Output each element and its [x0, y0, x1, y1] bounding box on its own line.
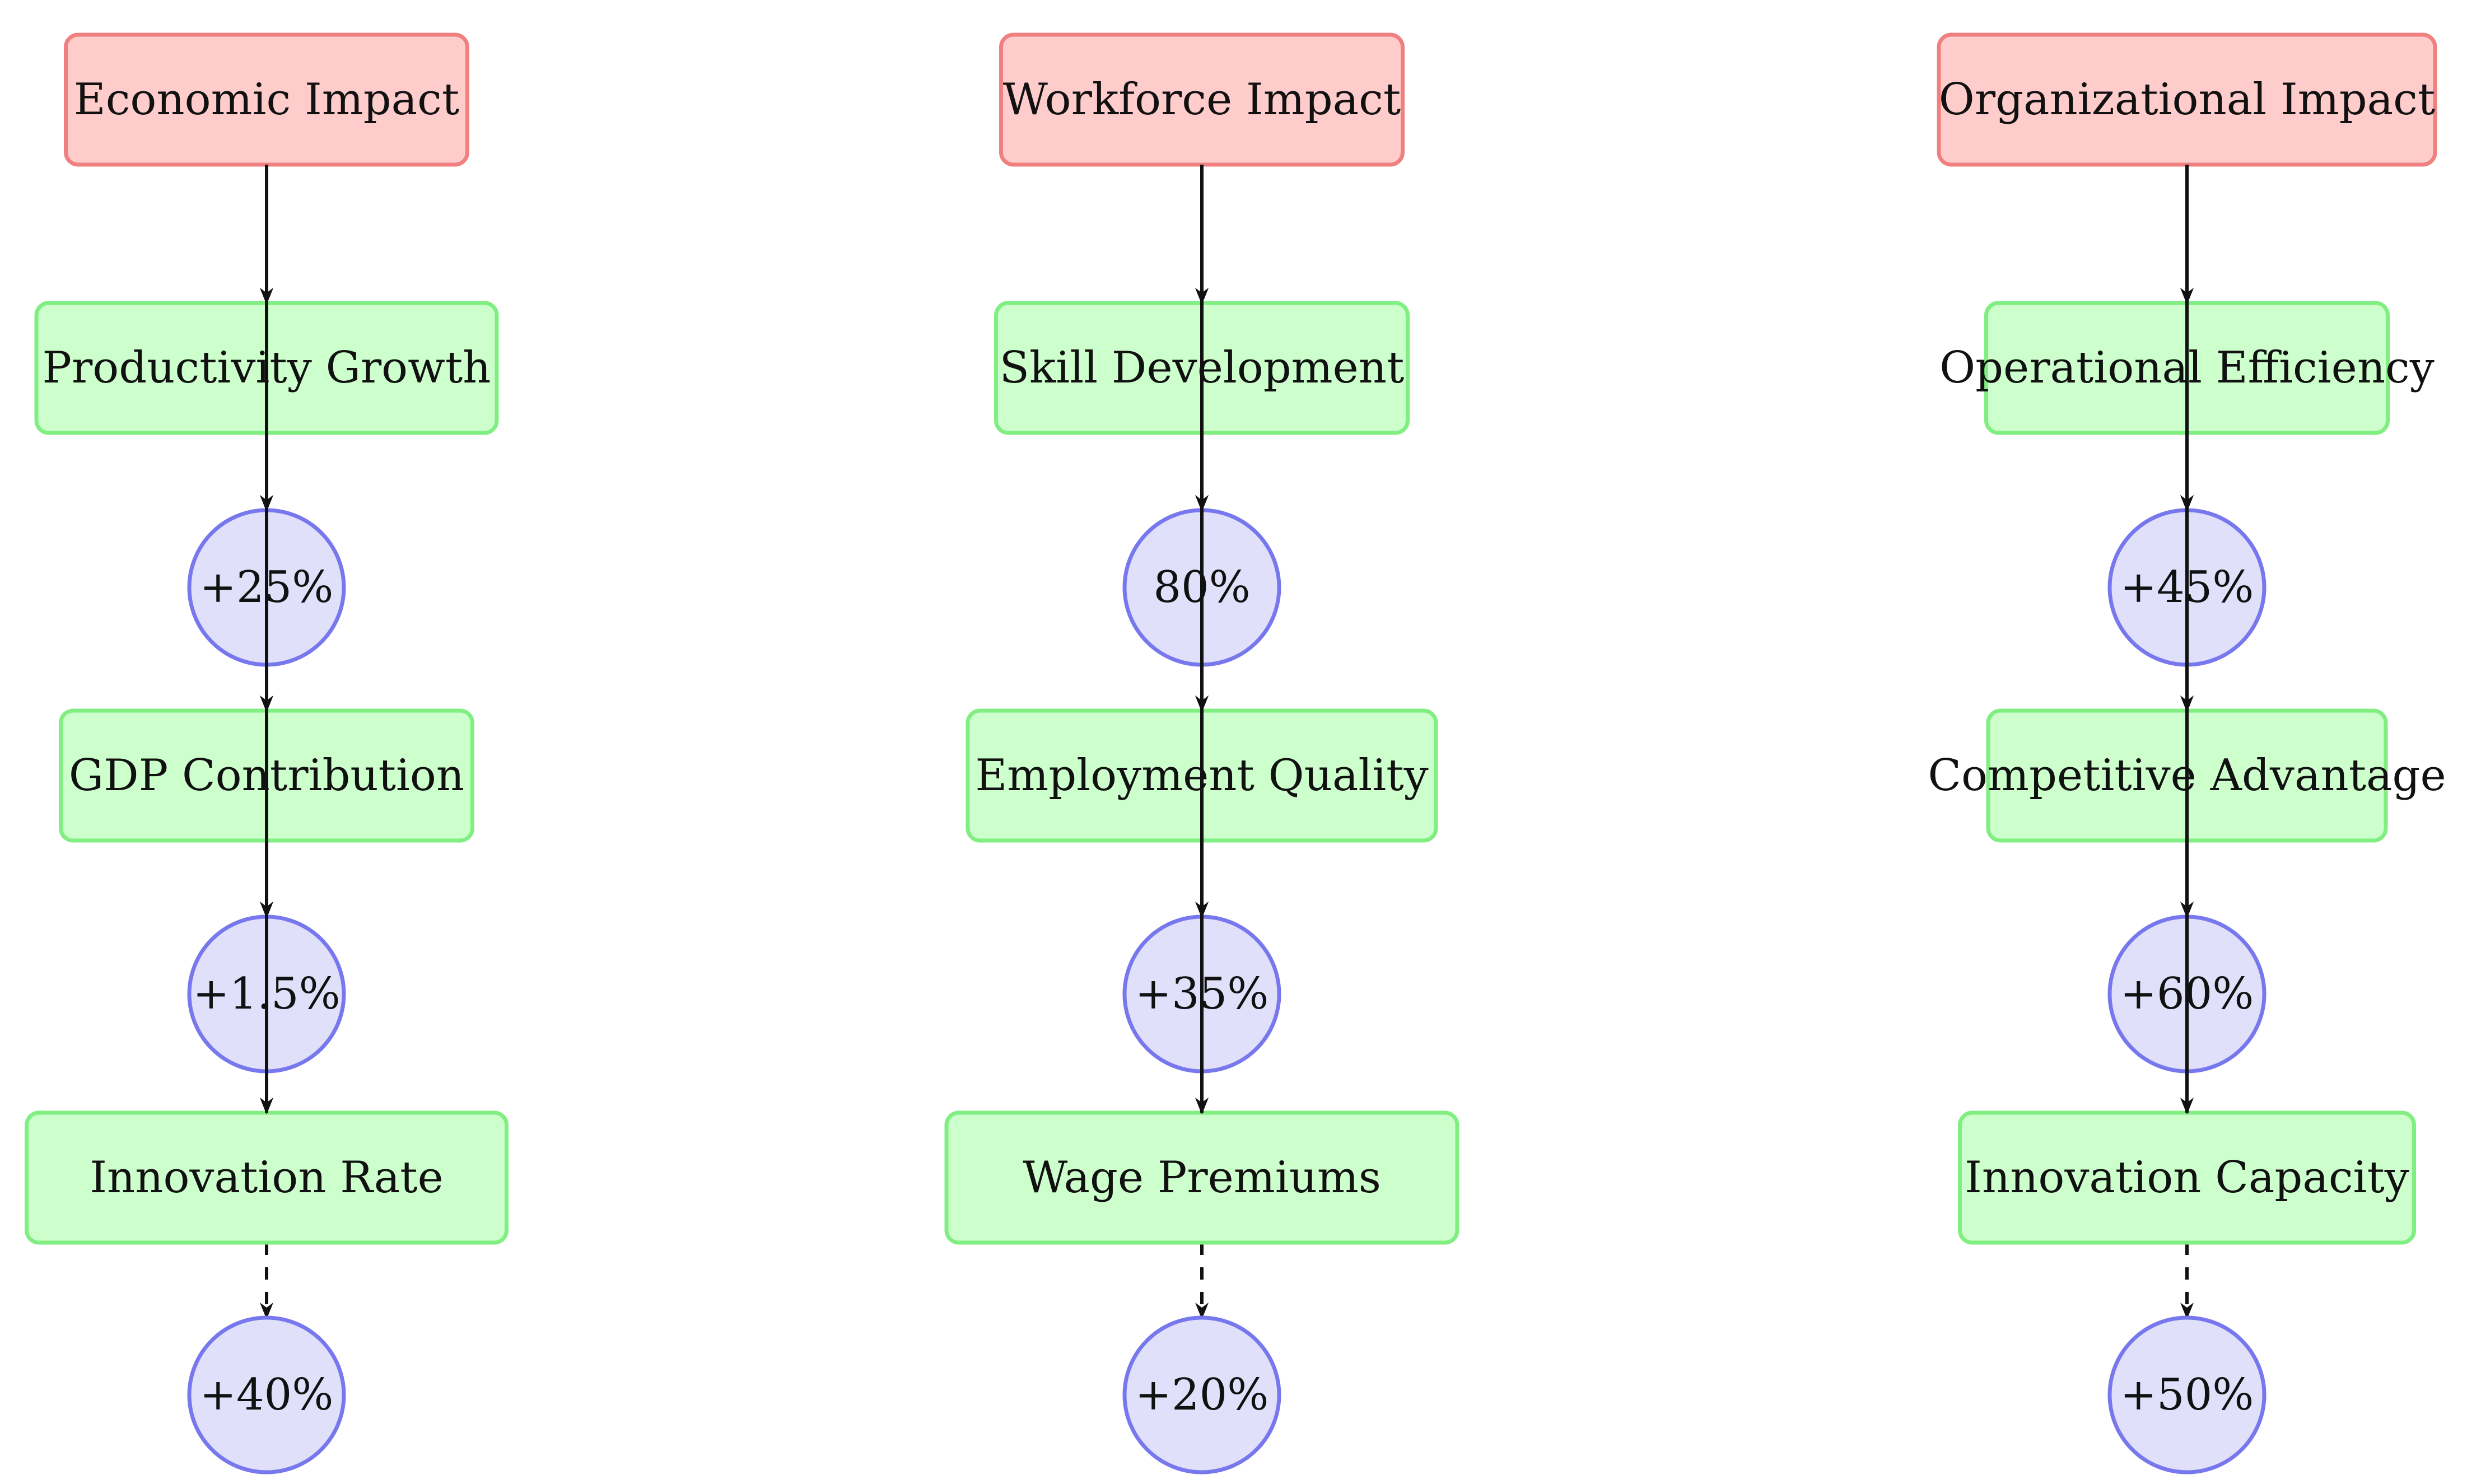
workforce-value-3-shape	[1122, 1315, 1281, 1474]
organizational-value-3-shape	[2107, 1315, 2267, 1474]
workforce-metric-3: Wage Premiums	[944, 1110, 1459, 1245]
economic-metric-3-label: Innovation Rate	[90, 1152, 444, 1203]
organizational-header-box-label: Organizational Impact	[1939, 74, 2435, 125]
organizational-header-box: Organizational Impact	[1937, 32, 2437, 167]
economic-metric-3: Innovation Rate	[25, 1110, 509, 1245]
workforce-metric-3-label: Wage Premiums	[1023, 1152, 1381, 1203]
economic-header-box: Economic Impact	[64, 32, 469, 167]
organizational-metric-3: Innovation Capacity	[1958, 1110, 2416, 1245]
organizational-metric-3-label: Innovation Capacity	[1965, 1152, 2409, 1203]
workforce-header-box: Workforce Impact	[999, 32, 1405, 167]
economic-value-3-label: +40%	[200, 1370, 334, 1420]
workforce-value-3: +20%	[1122, 1315, 1281, 1474]
economic-value-3: +40%	[187, 1315, 346, 1474]
organizational-value-3: +50%	[2107, 1315, 2267, 1474]
economic-header-box-label: Economic Impact	[74, 74, 459, 125]
economic-value-3-shape	[187, 1315, 346, 1474]
workforce-value-3-label: +20%	[1135, 1370, 1269, 1420]
workforce-header-box-label: Workforce Impact	[1003, 74, 1401, 125]
organizational-value-3-label: +50%	[2120, 1370, 2254, 1420]
overlay-edges-layer	[260, 165, 2194, 1114]
